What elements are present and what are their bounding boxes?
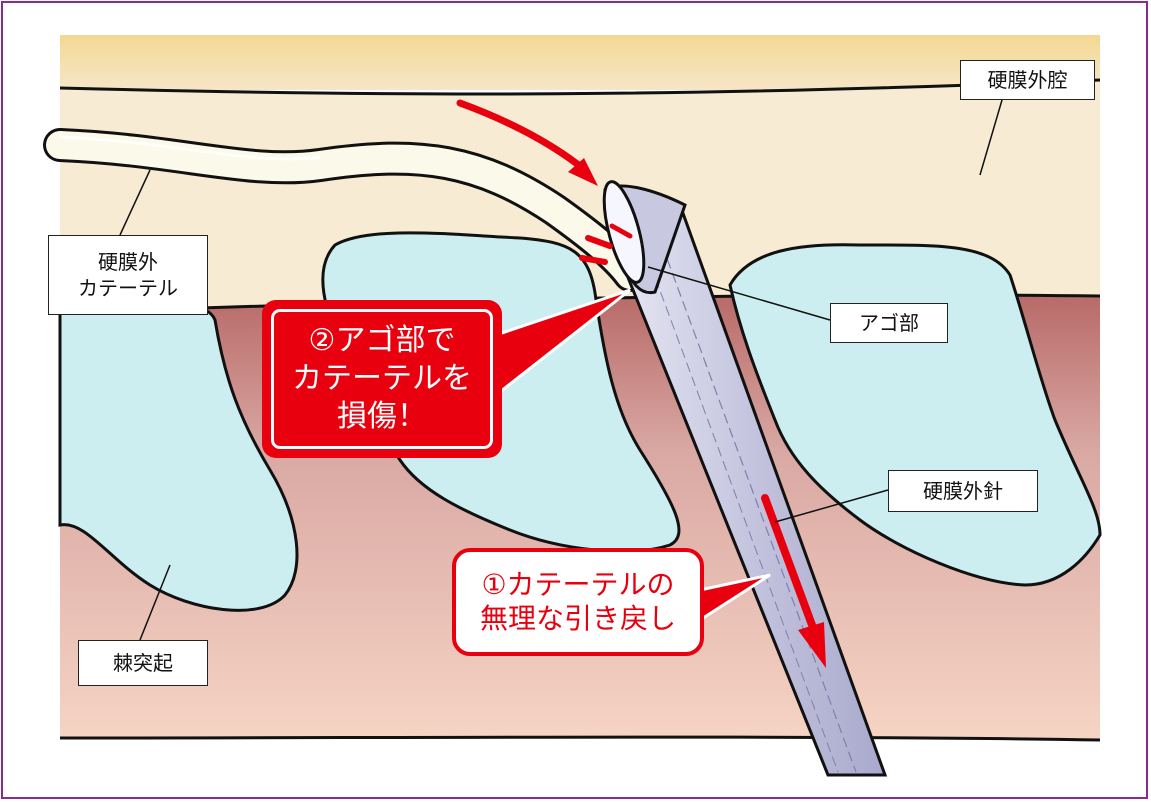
pullback-callout-line2: 無理な引き戻し <box>479 602 676 635</box>
bottom-boundary <box>59 735 1101 742</box>
label-bevel-heel: アゴ部 <box>830 303 948 343</box>
damage-callout-line1: ②アゴ部で <box>308 323 456 358</box>
damage-callout: ②アゴ部で カテーテルを 損傷！ <box>262 300 502 458</box>
label-epidural-catheter-line2: カテーテル <box>78 276 178 300</box>
pullback-arrow <box>761 494 816 629</box>
push-arrow <box>456 99 589 174</box>
top-tissue-band <box>60 35 1100 90</box>
label-epidural-space: 硬膜外腔 <box>960 60 1095 100</box>
damage-callout-text: ②アゴ部で カテーテルを 損傷！ <box>271 309 493 449</box>
dura-line <box>59 78 1101 96</box>
pullback-callout: ①カテーテルの 無理な引き戻し <box>452 548 704 656</box>
pullback-callout-line1: ①カテーテルの <box>481 568 675 601</box>
damage-callout-line3: 損傷！ <box>337 399 427 434</box>
catheter-body <box>46 131 644 289</box>
damage-callout-line2: カテーテルを <box>292 361 472 396</box>
label-epidural-needle: 硬膜外針 <box>888 470 1038 512</box>
label-spinous-process: 棘突起 <box>78 640 208 686</box>
label-epidural-catheter: 硬膜外 カテーテル <box>48 235 208 315</box>
label-epidural-catheter-line1: 硬膜外 <box>98 250 158 274</box>
